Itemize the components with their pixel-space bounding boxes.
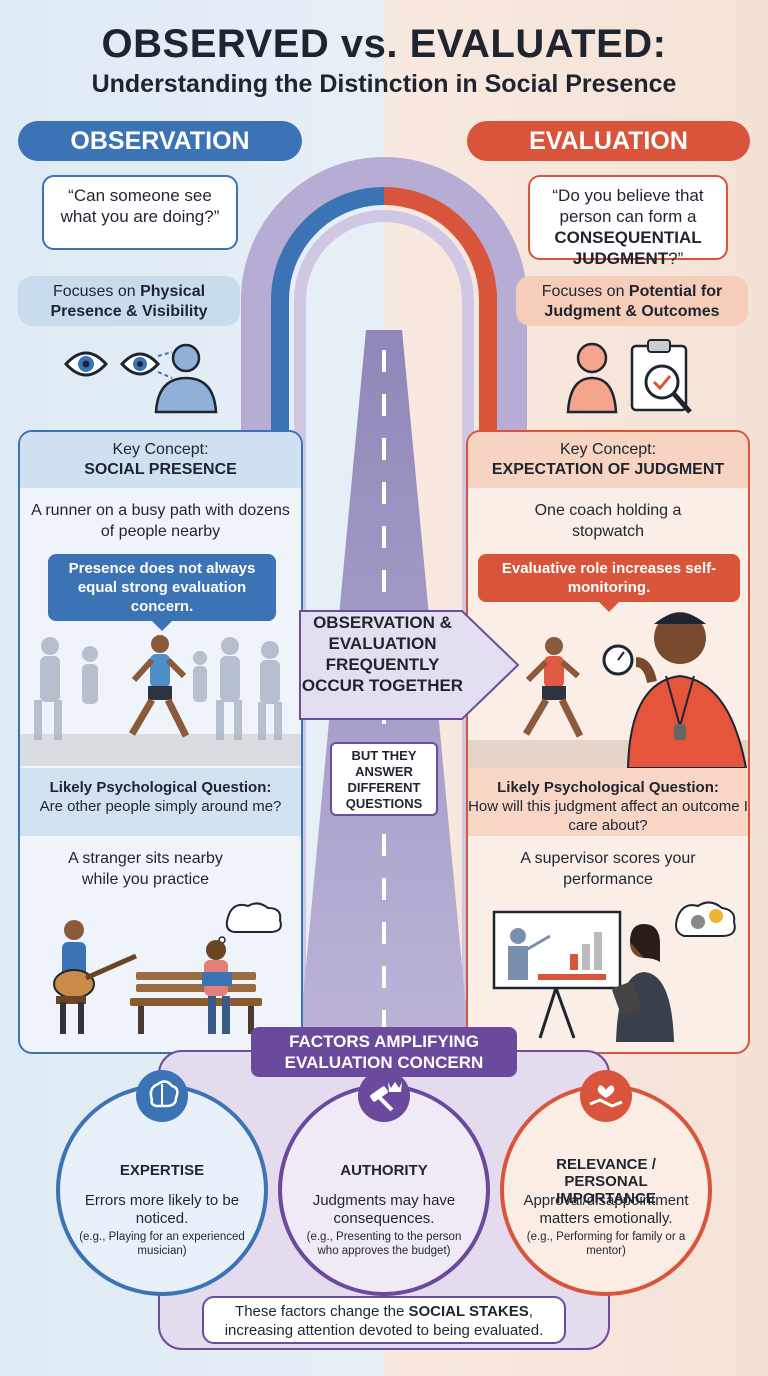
evaluation-callout: Evaluative role increases self-monitorin…	[478, 554, 740, 612]
busy-path-runner-illustration	[20, 635, 301, 766]
observation-header: OBSERVATION	[18, 121, 302, 161]
observation-example: A runner on a busy path with dozens of p…	[31, 502, 290, 540]
summary-text: These factors change the	[235, 1303, 409, 1320]
observation-focus-bold: Physical Presence & Visibility	[50, 283, 208, 320]
observation-callout: Presence does not always equal strong ev…	[48, 554, 276, 631]
evaluation-header: EVALUATION	[467, 121, 750, 161]
evaluation-quote-end: ?”	[668, 249, 684, 268]
arch-blue-band	[271, 187, 385, 470]
gavel-crown-icon	[358, 1070, 410, 1122]
guitarist-bench-illustration	[53, 902, 282, 1034]
factor-relevance-title: RELEVANCE / PERSONAL IMPORTANCE	[556, 1156, 656, 1207]
arch-outer	[241, 157, 527, 1050]
observation-panel-header: Key Concept: SOCIAL PRESENCE	[20, 432, 301, 488]
observation-question: Are other people simply around me?	[39, 798, 282, 815]
factor-relevance-desc: Approval/disappointment matters emotiona…	[523, 1192, 689, 1227]
observation-key-concept: SOCIAL PRESENCE	[84, 461, 237, 478]
evaluation-example-2: A supervisor scores your performance	[520, 850, 696, 888]
factor-authority-title: AUTHORITY	[340, 1162, 428, 1179]
summary-end: , increasing attention devoted to being …	[224, 1303, 544, 1339]
observation-example-2: A stranger sits nearby while you practic…	[68, 850, 223, 888]
evaluation-quote-bubble: “Do you believe that person can form a C…	[528, 175, 728, 268]
judge-clipboard-icon	[566, 339, 692, 414]
page-subtitle: Understanding the Distinction in Social …	[91, 70, 677, 98]
evaluation-key-concept: EXPECTATION OF JUDGMENT	[491, 461, 725, 478]
observation-concept-panel: Key Concept: SOCIAL PRESENCE A runner on…	[18, 430, 303, 1054]
factor-authority-example: (e.g., Presenting to the person who appr…	[306, 1231, 462, 1257]
observation-question-label: Likely Psychological Question:	[49, 779, 272, 796]
factor-expertise-title: EXPERTISE	[119, 1162, 205, 1179]
evaluation-question-band: Likely Psychological Question: How will …	[468, 768, 748, 836]
page-title: OBSERVED vs. EVALUATED:	[101, 22, 667, 66]
evaluation-quote-text: “Do you believe that person can form a	[552, 186, 704, 226]
factor-expertise-desc: Errors more likely to be noticed.	[84, 1192, 240, 1227]
evaluation-focus-text: Focuses on	[541, 283, 629, 300]
factor-relevance-example: (e.g., Performing for family or a mentor…	[526, 1231, 686, 1257]
factor-expertise-example: (e.g., Playing for an experienced musici…	[79, 1231, 245, 1257]
center-arrow-shape	[299, 610, 520, 720]
factor-authority: AUTHORITY Judgments may have consequence…	[278, 1070, 490, 1296]
evaluation-question-label: Likely Psychological Question:	[497, 779, 719, 796]
eyes-watching-person-icon	[63, 343, 218, 414]
factor-expertise: EXPERTISE Errors more likely to be notic…	[56, 1070, 268, 1296]
factors-title: FACTORS AMPLIFYING EVALUATION CONCERN	[251, 1027, 517, 1077]
evaluation-concept-panel: Key Concept: EXPECTATION OF JUDGMENT One…	[466, 430, 750, 1054]
social-stakes-summary: These factors change the SOCIAL STAKES, …	[202, 1296, 566, 1344]
evaluation-example: One coach holding a stopwatch	[534, 502, 682, 540]
evaluation-focus-bold: Potential for Judgment & Outcomes	[544, 283, 723, 320]
brain-icon	[136, 1070, 188, 1122]
handshake-heart-icon	[580, 1070, 632, 1122]
summary-bold: SOCIAL STAKES	[408, 1303, 529, 1320]
evaluation-question: How will this judgment affect an outcome…	[468, 798, 748, 834]
factor-relevance: RELEVANCE / PERSONAL IMPORTANCE Approval…	[500, 1070, 712, 1296]
center-substatement: BUT THEY ANSWER DIFFERENT QUESTIONS	[330, 742, 438, 816]
factor-authority-desc: Judgments may have consequences.	[312, 1192, 456, 1227]
arch-inner	[294, 210, 474, 1050]
center-statement: OBSERVATION & EVALUATION FREQUENTLY OCCU…	[301, 613, 464, 695]
evaluation-focus: Focuses on Potential for Judgment & Outc…	[516, 276, 748, 326]
evaluation-key-concept-label: Key Concept:	[559, 441, 657, 458]
evaluation-quote-bold: CONSEQUENTIAL JUDGMENT	[554, 228, 702, 268]
observation-quote: “Can someone see what you are doing?”	[60, 186, 220, 226]
observation-key-concept-label: Key Concept:	[112, 441, 209, 458]
evaluation-panel-header: Key Concept: EXPECTATION OF JUDGMENT	[468, 432, 748, 488]
arch-red-band	[383, 187, 497, 470]
observation-focus-text: Focuses on	[52, 283, 141, 300]
observation-question-band: Likely Psychological Question: Are other…	[20, 768, 301, 836]
observation-quote-bubble: “Can someone see what you are doing?”	[42, 175, 238, 250]
coach-stopwatch-illustration	[468, 612, 748, 768]
observation-focus: Focuses on Physical Presence & Visibilit…	[18, 276, 240, 326]
supervisor-presentation-illustration	[492, 901, 736, 1042]
